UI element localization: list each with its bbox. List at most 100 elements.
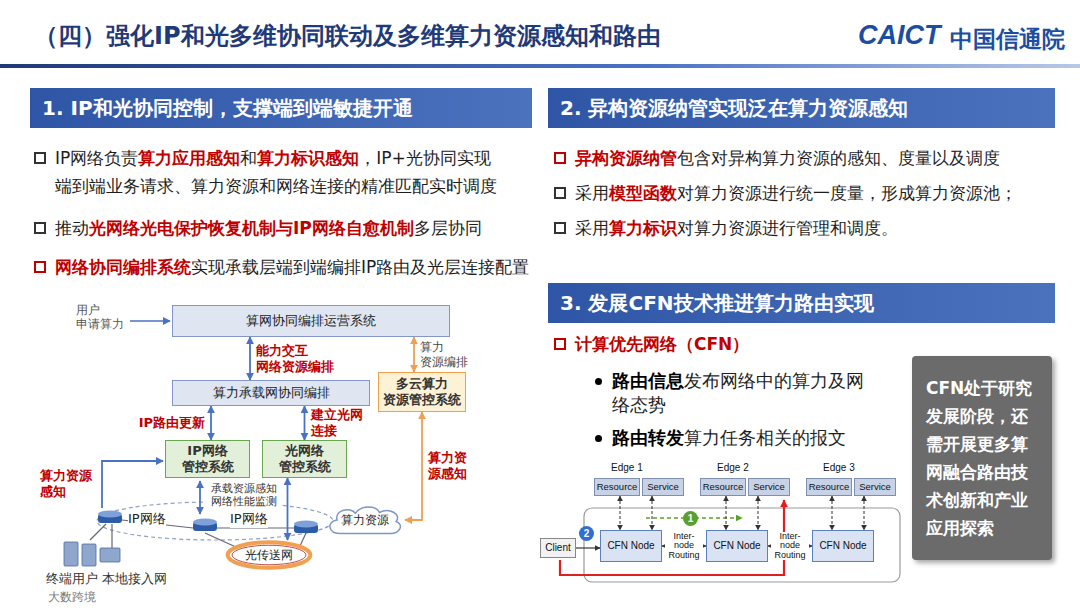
logo-text: CAICT: [858, 20, 941, 51]
bullet-text: 采用: [575, 183, 609, 203]
connector: [413, 337, 415, 372]
node-text: CFN Node: [713, 540, 760, 552]
bullet-paragraph: 推动光网络光电保护恢复机制与IP网络自愈机制多层协同: [55, 214, 540, 242]
connector: [620, 496, 621, 530]
bullet-text: 路由转发: [612, 427, 684, 448]
bullet-text: 推动: [55, 218, 89, 238]
cfn-node: CFN Node: [706, 530, 768, 562]
bullet-square: [34, 152, 46, 164]
deco-ellipse: [193, 519, 217, 526]
section-header: 1. IP和光协同控制，支撑端到端敏捷开通: [30, 88, 532, 128]
logo-text: 中国信通院: [950, 24, 1065, 55]
callout-number: 2: [579, 526, 594, 541]
node-text: 算力资源: [341, 513, 389, 527]
bullet-text: 算力任务相关的报文: [684, 427, 846, 448]
section-header: 3. 发展CFN技术推进算力路由实现: [548, 283, 1055, 323]
cfn-node: CFN Node: [812, 530, 874, 562]
edge-label: 算力资 源感知: [428, 450, 472, 481]
bullet-text: 异构资源纳管: [575, 148, 677, 168]
connector: [304, 406, 306, 440]
bullet-square: [554, 222, 566, 234]
system-box: 算网协同编排运营系统: [172, 305, 450, 337]
connector: [249, 337, 251, 380]
deco-line: [130, 320, 170, 322]
connector: [287, 478, 289, 540]
node-text: Service: [859, 481, 891, 492]
bullet-square: [554, 187, 566, 199]
note-label: 承载资源感知 网络性能监测: [206, 483, 282, 508]
deco-rect: [584, 508, 900, 582]
system-box: 光网络 管控系统: [262, 440, 347, 478]
watermark: 大数跨境: [48, 589, 96, 606]
edge-label: IP路由更新: [125, 415, 205, 431]
bullet-text: 计算优先网络（CFN）: [575, 334, 749, 354]
bullet-text: 包含对异构算力资源的感知、度量以及调度: [677, 148, 1000, 168]
bullet-square: [34, 222, 46, 234]
deco-g: [98, 511, 318, 534]
connector: [864, 496, 865, 530]
bullet-dot: [595, 435, 602, 442]
edge-label: Inter-node Routing: [665, 532, 703, 560]
node-text: Client: [545, 542, 571, 554]
bullet-text: 对算力资源进行管理和调度。: [677, 218, 898, 238]
node-text: 光传送网: [245, 548, 293, 562]
node-text: 3. 发展CFN技术推进算力路由实现: [560, 291, 874, 315]
node-text: CFN Node: [819, 540, 866, 552]
bullet-text: 网络协同编排系统: [55, 257, 191, 277]
bullet-square: [554, 338, 566, 350]
connector: [652, 496, 653, 530]
node-text: 多云算力 资源管控系统: [383, 376, 461, 407]
edge-site-label: Edge 3: [823, 462, 855, 473]
edge-label: 能力交互 网络资源编排: [256, 343, 342, 374]
node-text: 光网络 管控系统: [267, 443, 342, 474]
connector: [726, 496, 727, 530]
deco-line: [90, 524, 106, 540]
optical-ring: 光传送网: [225, 540, 313, 570]
connector: [210, 406, 212, 440]
callout-number: 1: [683, 511, 698, 526]
network-label: 终端用户 本地接入网: [46, 570, 167, 588]
system-box: IP网络 管控系统: [165, 440, 250, 478]
node-text: CFN Node: [607, 540, 654, 552]
bullet-text: 对算力资源进行统一度量，形成算力资源池；: [677, 183, 1017, 203]
bullet-paragraph: 路由转发算力任务相关的报文: [612, 426, 902, 450]
bullet-text: 算力标识感知: [257, 148, 359, 168]
system-box: 多云算力 资源管控系统: [378, 372, 466, 412]
node-text: Service: [647, 481, 679, 492]
system-box: 算力承载网协同编排: [172, 380, 370, 406]
resource-cloud: 算力资源: [325, 505, 405, 535]
deco-line: [199, 481, 201, 514]
bullet-text: 多层协同: [414, 218, 482, 238]
bullet-paragraph: 采用算力标识对算力资源进行管理和调度。: [575, 214, 1050, 242]
connector: [758, 496, 759, 530]
bullet-paragraph: 采用模型函数对算力资源进行统一度量，形成算力资源池；: [575, 179, 1050, 207]
node-text: 2. 异构资源纳管实现泛在算力资源感知: [560, 96, 908, 120]
bullet-text: 光网络光电保护恢复机制与IP网络自愈机制: [89, 218, 414, 238]
note-label: 用户 申请算力: [76, 303, 128, 332]
edge-label: 算力 资源编排: [420, 340, 472, 369]
bullet-text: 采用: [575, 218, 609, 238]
deco-ellipse: [98, 511, 122, 518]
bullet-dot: [595, 378, 602, 385]
bullet-paragraph: 网络协同编排系统实现承载层端到端编排IP路由及光层连接配置: [55, 253, 540, 281]
deco-line: [111, 524, 112, 548]
bullet-paragraph: 路由信息发布网络中的算力及网络态势: [612, 369, 868, 417]
node-text: CFN处于研究发展阶段，还需开展更多算网融合路由技术创新和产业应用探索: [926, 374, 1038, 542]
bullet-paragraph: 异构资源纳管包含对异构算力资源的感知、度量以及调度: [575, 144, 1050, 172]
connector: [832, 496, 833, 530]
service-box: Service: [854, 478, 896, 496]
resource-box: Resource: [806, 478, 852, 496]
bullet-square: [554, 152, 566, 164]
edge-label: Inter-node Routing: [771, 532, 809, 560]
note-label: 算力资源 感知: [40, 468, 98, 499]
deco-path: [560, 500, 784, 575]
network-label: IP网络: [128, 510, 166, 528]
bullet-text: 实现承载层端到端编排IP路由及光层连接配置: [191, 257, 529, 277]
node-text: IP网络 管控系统: [170, 443, 245, 474]
bullet-text: 算力应用感知: [138, 148, 240, 168]
bullet-text: 算力标识: [609, 218, 677, 238]
bullet-text: 和: [240, 148, 257, 168]
edge-label: 建立光网 连接: [311, 407, 369, 438]
deco-ellipse: [294, 521, 318, 528]
service-box: Service: [748, 478, 790, 496]
